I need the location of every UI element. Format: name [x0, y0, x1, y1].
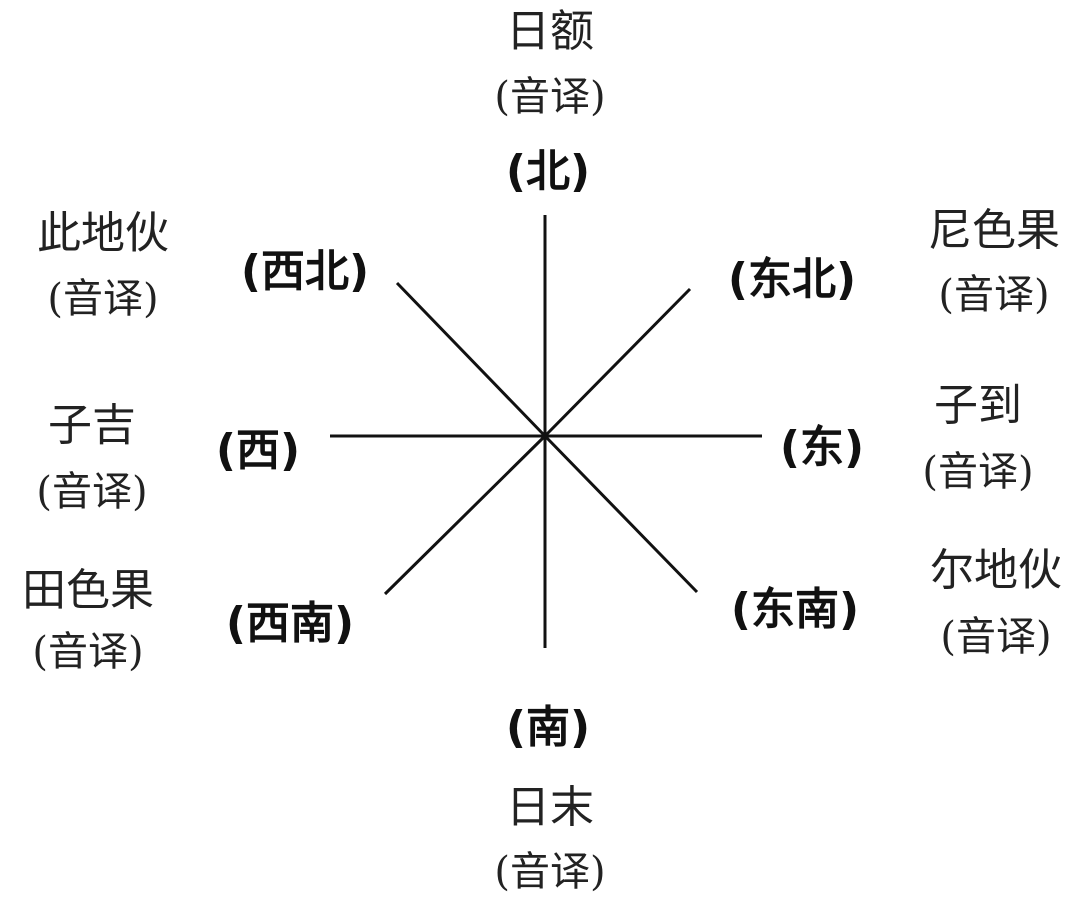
east-label: (东) — [780, 422, 864, 473]
west-note: (音译) — [36, 469, 147, 515]
southeast-name: 尔地伙 — [930, 545, 1062, 596]
southwest-note: (音译) — [32, 629, 143, 675]
east-note: (音译) — [922, 449, 1033, 495]
direction-west: (西) 子吉 (音译) — [36, 400, 300, 515]
direction-southwest: (西南) 田色果 (音译) — [22, 565, 354, 675]
spoke-southwest — [383, 434, 547, 596]
direction-south: (南) 日末 (音译) — [494, 702, 605, 895]
southeast-label: (东南) — [731, 584, 859, 635]
northwest-label: (西北) — [241, 246, 369, 297]
south-label: (南) — [506, 702, 590, 753]
east-name: 子到 — [934, 380, 1022, 431]
direction-north: 日额 (音译) (北) — [494, 6, 605, 197]
north-label: (北) — [506, 146, 590, 197]
west-label: (西) — [216, 425, 300, 476]
spoke-northwest — [395, 281, 547, 438]
southwest-label: (西南) — [226, 598, 354, 649]
compass-spokes — [330, 215, 762, 648]
spoke-southeast — [543, 434, 699, 594]
south-note: (音译) — [494, 849, 605, 895]
direction-northeast: (东北) 尼色果 (音译) — [728, 205, 1060, 318]
northeast-note: (音译) — [938, 272, 1049, 318]
west-name: 子吉 — [48, 400, 136, 451]
spoke-northeast — [543, 287, 692, 438]
southeast-note: (音译) — [940, 614, 1051, 660]
direction-northwest: (西北) 此地伙 (音译) — [37, 208, 369, 322]
direction-southeast: (东南) 尔地伙 (音译) — [731, 545, 1062, 660]
southwest-name: 田色果 — [22, 565, 154, 616]
northeast-label: (东北) — [728, 254, 856, 305]
northwest-note: (音译) — [47, 276, 158, 322]
direction-east: (东) 子到 (音译) — [780, 380, 1034, 495]
northeast-name: 尼色果 — [928, 205, 1060, 256]
north-note: (音译) — [494, 74, 605, 120]
northwest-name: 此地伙 — [37, 208, 169, 259]
south-name: 日末 — [506, 782, 594, 833]
north-name: 日额 — [506, 6, 594, 57]
